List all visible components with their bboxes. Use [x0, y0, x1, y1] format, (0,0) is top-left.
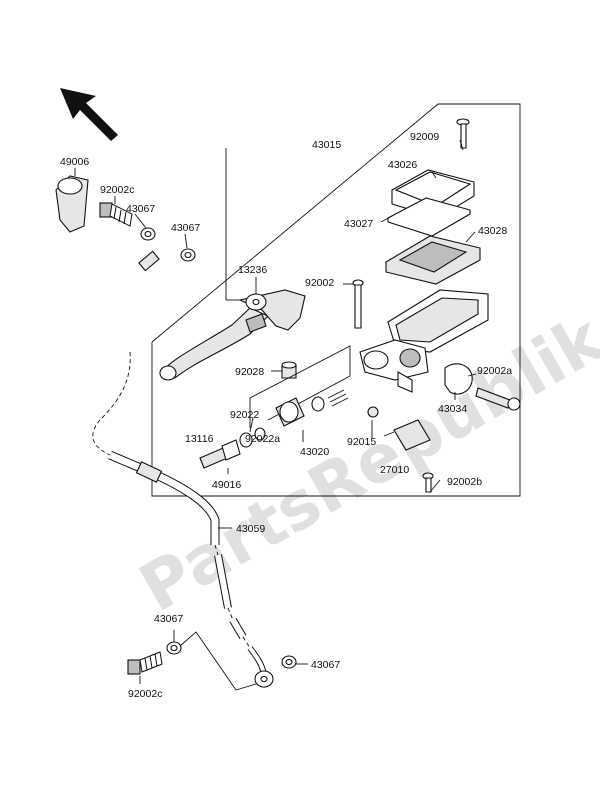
piston-kit-43020 [249, 345, 351, 428]
switch-27010 [383, 419, 431, 451]
label-43034: 43034 [438, 403, 467, 415]
bolt-92002 [352, 279, 364, 329]
label-43059: 43059 [236, 523, 265, 535]
banjo-cover-49006 [55, 175, 89, 233]
label-92022: 92022 [230, 409, 259, 421]
label-13116: 13116 [185, 433, 214, 445]
label-92022a: 92022a [245, 433, 280, 445]
label-92009: 92009 [410, 131, 439, 143]
push-rod-boot-49016 [221, 439, 241, 461]
lever-bush-92028 [281, 361, 297, 379]
part-labels: 49006 92002c 43067 43067 43015 92009 430… [60, 131, 512, 700]
label-43020: 43020 [300, 446, 329, 458]
label-92015: 92015 [347, 436, 376, 448]
diaphragm-43028 [385, 235, 481, 285]
leader-lines [74, 139, 477, 691]
washer-92015 [367, 406, 379, 418]
clamp-43034 [444, 363, 473, 395]
label-92002: 92002 [305, 277, 334, 289]
label-43026: 43026 [388, 159, 417, 171]
label-43067-a: 43067 [126, 203, 155, 215]
master-cylinder-43028-body [359, 289, 489, 393]
washer-43067-a [140, 227, 156, 241]
label-43028: 43028 [478, 225, 507, 237]
label-27010: 27010 [380, 464, 409, 476]
label-92002c-bottom: 92002c [128, 688, 162, 700]
banjo-bolt-92002c-bottom [127, 651, 163, 675]
label-43015: 43015 [312, 139, 341, 151]
label-49006: 49006 [60, 156, 89, 168]
label-43067-b: 43067 [171, 222, 200, 234]
washer-43067-c [166, 641, 182, 655]
label-92002b: 92002b [447, 476, 482, 488]
label-43067-c: 43067 [154, 613, 183, 625]
label-92028: 92028 [235, 366, 264, 378]
clutch-lever [159, 289, 306, 381]
label-43027: 43027 [344, 218, 373, 230]
label-92002c-top: 92002c [100, 184, 134, 196]
label-49016: 49016 [212, 479, 241, 491]
label-43067-d: 43067 [311, 659, 340, 671]
dust-seal-92022 [239, 427, 266, 448]
cap-plate-43027 [387, 197, 471, 237]
label-13236: 13236 [238, 264, 267, 276]
switch-screw-92002b [422, 472, 434, 493]
banjo-bolt-92002c-top [99, 202, 133, 227]
cap-screw-92009 [456, 118, 470, 149]
clutch-hose [92, 250, 267, 675]
washer-43067-b [180, 248, 196, 262]
clamp-bolt-92002a [475, 387, 521, 411]
washer-43067-d [281, 655, 297, 669]
banjo-fitting-bottom [254, 670, 274, 688]
label-92002a: 92002a [477, 365, 512, 377]
front-direction-arrow-icon [60, 88, 118, 141]
